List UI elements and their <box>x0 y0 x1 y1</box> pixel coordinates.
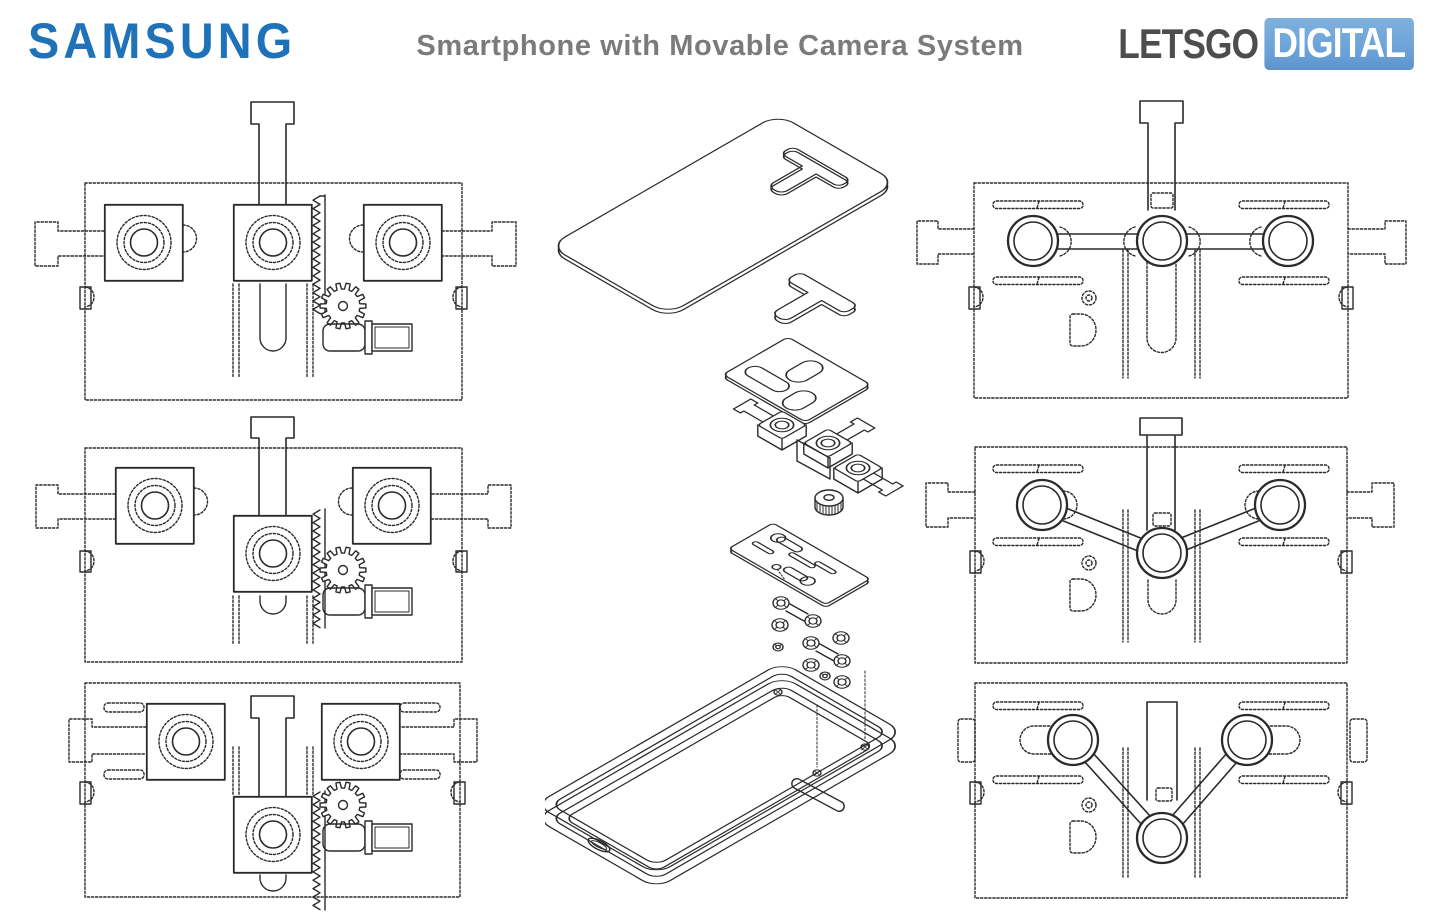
left-side-tab <box>957 718 976 763</box>
figure-slide-mechanism-extended <box>30 670 530 915</box>
center-t-arm <box>1139 417 1183 531</box>
spur-gear-icon <box>320 283 366 329</box>
camera-ring <box>1135 214 1189 268</box>
spur-gear-icon <box>320 547 366 593</box>
camera-module <box>114 466 195 545</box>
back-cover <box>548 113 898 320</box>
screw-icon <box>773 688 783 696</box>
pinion-gear-icon <box>814 489 844 516</box>
right-t-arm <box>1347 220 1407 265</box>
center-t-arm <box>1146 701 1178 802</box>
guide-slot <box>259 874 287 892</box>
letsgo-logo-text: LETSGO <box>1118 20 1260 67</box>
carriage-body <box>969 682 1353 899</box>
left-t-arm <box>925 482 976 528</box>
guide-rails <box>232 283 314 379</box>
guide-rails <box>232 746 314 797</box>
samsung-logo: SAMSUNG <box>28 12 297 70</box>
center-t-arm <box>250 416 295 517</box>
d-cutout-icon <box>1069 797 1097 854</box>
center-t-arm <box>250 695 295 798</box>
camera-window-slot <box>791 778 845 812</box>
camera-module <box>103 203 184 282</box>
figure-link-mechanism-mid <box>910 415 1440 675</box>
digital-logo-badge: DIGITAL <box>1264 18 1414 70</box>
carriage-body <box>79 447 468 663</box>
figure-link-mechanism-extended <box>910 670 1440 915</box>
camera-module <box>362 203 443 282</box>
link-bars <box>1057 226 1264 257</box>
left-t-arm <box>916 220 975 265</box>
letsgodigital-logo: LETSGO DIGITAL <box>1119 18 1414 70</box>
left-t-arm <box>35 484 116 529</box>
link-bars <box>1019 725 1301 826</box>
screw-icon <box>812 769 822 777</box>
washers-and-links <box>771 596 851 689</box>
camera-module <box>351 466 432 545</box>
t-slider-plate <box>749 271 859 340</box>
page-title: Smartphone with Movable Camera System <box>416 30 1024 62</box>
camera-module <box>320 702 401 781</box>
guide-plate <box>728 522 871 609</box>
camera-ring <box>1046 713 1100 767</box>
camera-ring <box>1253 478 1307 532</box>
center-t-arm <box>250 101 295 206</box>
camera-ring <box>1135 811 1189 865</box>
figure-link-mechanism-aligned <box>910 98 1440 410</box>
camera-hole-plate <box>722 336 871 426</box>
guide-slot <box>1147 579 1177 615</box>
usb-port-icon <box>587 837 611 853</box>
left-t-arm <box>34 221 105 267</box>
carriage-body <box>79 182 468 401</box>
carriage-body <box>79 682 466 898</box>
carriage-body <box>969 446 1353 664</box>
link-bars <box>1060 490 1262 552</box>
rack-gear-icon <box>312 790 326 911</box>
camera-ring <box>1135 526 1189 580</box>
camera-ring <box>1015 478 1069 532</box>
camera-modules-iso <box>732 398 904 497</box>
right-t-arm <box>397 718 478 763</box>
guide-rails <box>1122 249 1201 379</box>
right-t-arm <box>1346 482 1395 528</box>
header: SAMSUNG Smartphone with Movable Camera S… <box>0 0 1440 92</box>
guide-rails <box>232 595 314 646</box>
guide-slot <box>1146 257 1177 354</box>
carriage-body <box>968 182 1354 399</box>
guide-slot-bars <box>992 701 1330 785</box>
right-side-tab <box>1349 718 1368 763</box>
right-t-arm <box>441 221 517 267</box>
camera-ring <box>1006 214 1060 268</box>
camera-module <box>232 514 313 593</box>
figure-exploded-view <box>545 95 917 895</box>
left-t-arm <box>68 718 147 763</box>
guide-slot <box>259 595 287 615</box>
camera-module <box>232 795 313 874</box>
guide-slot <box>259 283 287 352</box>
camera-ring <box>1261 214 1315 268</box>
center-t-arm <box>1139 100 1184 211</box>
figure-slide-mechanism-aligned <box>30 98 530 410</box>
phone-tray <box>545 661 904 890</box>
camera-ring <box>1220 713 1274 767</box>
d-cutout-icon <box>1069 290 1097 347</box>
camera-module <box>232 203 313 282</box>
spur-gear-icon <box>320 782 366 828</box>
right-t-arm <box>431 484 512 529</box>
camera-module <box>145 702 226 781</box>
guide-tabs <box>103 702 441 780</box>
guide-rails <box>1122 509 1201 643</box>
figure-slide-mechanism-mid <box>30 415 530 675</box>
screw-icon <box>860 743 870 751</box>
d-cutout-icon <box>1069 555 1097 612</box>
